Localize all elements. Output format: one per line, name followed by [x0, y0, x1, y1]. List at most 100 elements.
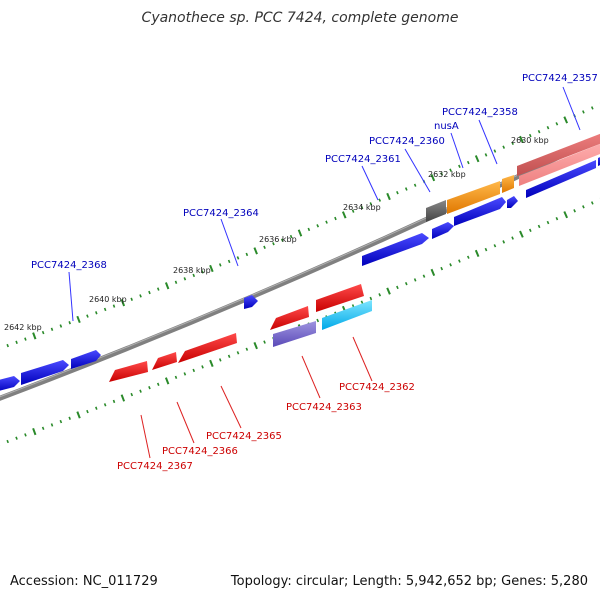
scale-tick: [360, 205, 364, 210]
gene-pcc7424-2369[interactable]: [21, 360, 69, 385]
bar-orange-small[interactable]: [502, 175, 514, 193]
scale-tick: [24, 337, 27, 341]
outer-scale-ticks: [0, 102, 600, 350]
scale-tick: [263, 245, 266, 249]
scale-tick: [537, 129, 541, 134]
scale-label: 2634 kbp: [343, 203, 381, 212]
scale-tick: [41, 426, 45, 430]
scale-tick: [396, 285, 399, 290]
scale-tick: [156, 287, 160, 291]
scale-tick: [449, 263, 452, 267]
bar-salmon[interactable]: [517, 130, 600, 176]
gene-pcc7424-2357[interactable]: [526, 160, 596, 198]
scale-label: 2640 kbp: [89, 295, 127, 304]
scale-tick: [369, 202, 373, 206]
gene-nusA[interactable]: [507, 196, 518, 208]
scale-tick: [68, 321, 71, 325]
scale-tick: [183, 277, 187, 281]
scale-tick: [474, 155, 480, 163]
gene-label[interactable]: PCC7424_2364: [183, 208, 259, 219]
scale-tick: [386, 287, 391, 295]
scale-labels: 2630 kbp 2632 kbp 2634 kbp 2636 kbp 2638…: [4, 136, 549, 332]
gene-label[interactable]: PCC7424_2366: [162, 446, 238, 457]
leader-line: [220, 218, 239, 267]
gene-label[interactable]: PCC7424_2362: [339, 382, 415, 393]
gene-pcc7424-2368[interactable]: [71, 350, 101, 369]
gene-pcc7424-2361[interactable]: [362, 233, 429, 266]
scale-tick: [449, 168, 452, 172]
scale-tick: [68, 416, 71, 420]
leader-line: [404, 148, 431, 193]
gene-pcc7424-2364[interactable]: [244, 295, 258, 309]
scale-tick: [50, 423, 54, 427]
scale-tick: [120, 394, 126, 402]
scale-tick: [289, 234, 293, 239]
gene-pcc7424-2365[interactable]: [178, 333, 237, 363]
scale-tick: [59, 419, 63, 424]
genome-summary-text: Topology: circular; Length: 5,942,652 bp…: [230, 574, 588, 589]
gene-label[interactable]: PCC7424_2363: [286, 402, 362, 413]
scale-tick: [546, 125, 550, 130]
scale-tick: [164, 377, 170, 385]
accession-text: Accession: NC_011729: [10, 574, 158, 589]
scale-tick: [563, 211, 569, 219]
gene-pcc7424-2370[interactable]: [0, 376, 20, 392]
gene-pcc7424-2360[interactable]: [432, 222, 454, 239]
gene-pcc7424-2367[interactable]: [109, 361, 148, 382]
scale-tick: [378, 293, 382, 297]
scale-tick: [404, 281, 408, 286]
leader-line: [478, 119, 498, 165]
scale-tick: [582, 205, 585, 209]
scale-tick: [555, 122, 559, 126]
scale-label: 2632 kbp: [428, 170, 466, 179]
scale-tick: [573, 209, 576, 213]
gene-label[interactable]: PCC7424_2358: [442, 107, 518, 118]
genome-backbone: [0, 134, 600, 401]
scale-tick: [174, 280, 178, 284]
scale-tick: [474, 249, 480, 257]
scale-tick: [95, 311, 98, 315]
gene-pcc7424-2363b[interactable]: [270, 306, 309, 330]
scale-label: 2638 kbp: [173, 266, 211, 275]
bar-pink[interactable]: [519, 140, 600, 186]
gene-label[interactable]: PCC7424_2357: [522, 73, 598, 84]
gene-label[interactable]: PCC7424_2361: [325, 154, 401, 165]
scale-tick: [502, 240, 506, 244]
gene-pcc7424-2366[interactable]: [152, 352, 177, 370]
gene-label[interactable]: PCC7424_2367: [117, 461, 193, 472]
scale-tick: [430, 174, 436, 182]
bar-gray[interactable]: [426, 200, 446, 222]
leader-line: [176, 401, 195, 444]
scale-tick: [50, 327, 54, 331]
scale-tick: [218, 263, 222, 267]
scale-tick: [546, 220, 550, 225]
leader-line: [562, 86, 581, 131]
leader-line: [68, 271, 74, 322]
gene-pcc7424-2363[interactable]: [273, 321, 316, 347]
gene-label[interactable]: PCC7424_2365: [206, 431, 282, 442]
gene-label[interactable]: PCC7424_2360: [369, 136, 445, 147]
gene-pcc7424-2362b[interactable]: [316, 284, 364, 312]
bar-orange[interactable]: [447, 181, 500, 214]
outer-product-bars: [426, 130, 600, 222]
scale-tick: [341, 211, 347, 219]
gene-pcc7424-2362[interactable]: [322, 300, 372, 330]
gene-label[interactable]: PCC7424_2368: [31, 260, 107, 271]
scale-tick: [590, 106, 594, 110]
scale-tick: [430, 268, 436, 276]
gene-pcc7424-2358[interactable]: [454, 197, 506, 226]
scale-tick: [493, 149, 497, 153]
scale-tick: [183, 372, 187, 376]
reverse-label-leaders: [140, 336, 373, 459]
scale-tick: [201, 270, 204, 274]
scale-tick: [120, 299, 126, 307]
gene-label[interactable]: nusA: [434, 121, 459, 132]
scale-tick: [253, 247, 258, 255]
scale-tick: [192, 368, 196, 373]
scale-tick: [555, 216, 559, 221]
scale-tick: [378, 198, 382, 202]
leader-line: [361, 165, 379, 201]
scale-tick: [148, 290, 151, 295]
scale-tick: [24, 433, 27, 437]
leader-line: [301, 355, 321, 399]
